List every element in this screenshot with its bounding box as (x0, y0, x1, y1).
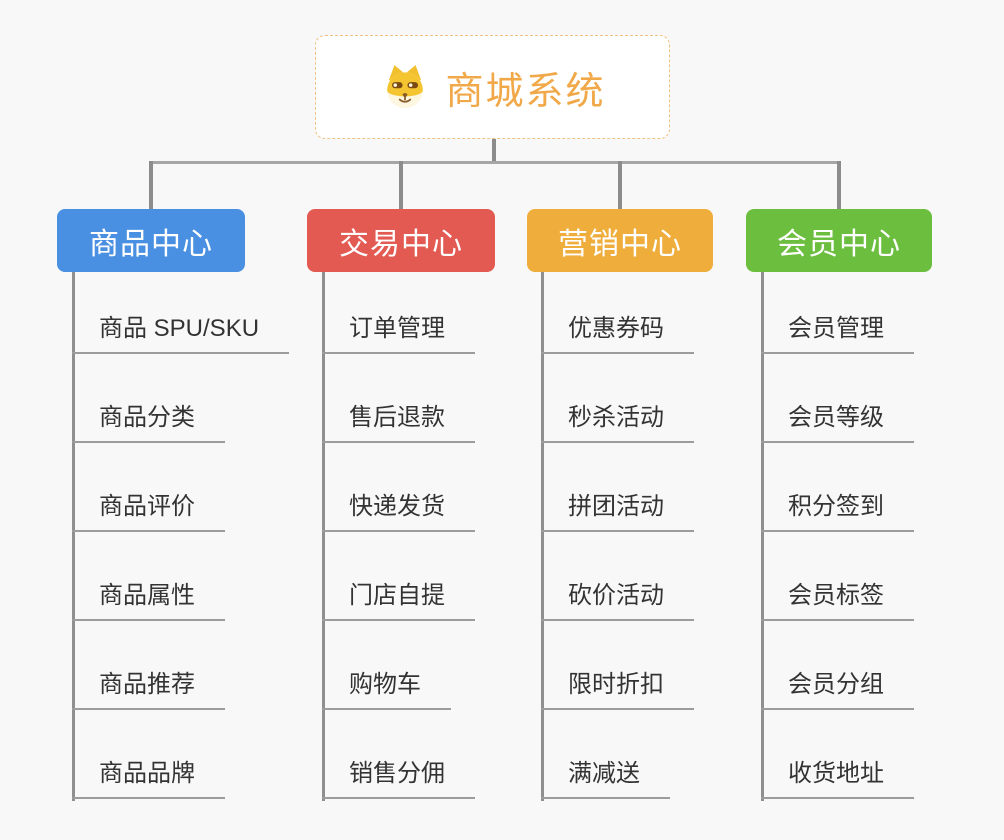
branch-item[interactable]: 会员标签 (761, 581, 914, 621)
branch-item[interactable]: 商品 SPU/SKU (72, 314, 290, 354)
branch-head-member-center[interactable]: 会员中心 (746, 209, 932, 272)
branch-item[interactable]: 快递发货 (322, 492, 475, 532)
branch-head-trade-center[interactable]: 交易中心 (307, 209, 495, 272)
connector-drop-trade (399, 161, 403, 209)
branch-item[interactable]: 会员分组 (761, 670, 914, 710)
branch-children-trade: 订单管理 售后退款 快递发货 门店自提 购物车 销售分佣 (322, 272, 562, 812)
branch-item[interactable]: 秒杀活动 (541, 403, 694, 443)
root-node[interactable]: 商城系统 (315, 35, 670, 139)
branch-item[interactable]: 满减送 (541, 759, 670, 799)
branch-item[interactable]: 砍价活动 (541, 581, 694, 621)
branch-item[interactable]: 门店自提 (322, 581, 475, 621)
branch-item[interactable]: 商品属性 (72, 581, 225, 621)
branch-item[interactable]: 销售分佣 (322, 759, 475, 799)
connector-drop-product (149, 161, 153, 209)
branch-item[interactable]: 收货地址 (761, 759, 914, 799)
branch-children-product: 商品 SPU/SKU 商品分类 商品评价 商品属性 商品推荐 商品品牌 (72, 272, 312, 812)
branch-children-marketing: 优惠券码 秒杀活动 拼团活动 砍价活动 限时折扣 满减送 (541, 272, 781, 812)
branch-item[interactable]: 会员管理 (761, 314, 914, 354)
branch-item[interactable]: 积分签到 (761, 492, 914, 532)
branch-item[interactable]: 会员等级 (761, 403, 914, 443)
branch-item[interactable]: 商品推荐 (72, 670, 225, 710)
branch-head-product-center[interactable]: 商品中心 (57, 209, 245, 272)
branch-head-marketing-center[interactable]: 营销中心 (527, 209, 713, 272)
branch-item[interactable]: 商品评价 (72, 492, 225, 532)
branch-item[interactable]: 售后退款 (322, 403, 475, 443)
branch-item[interactable]: 商品品牌 (72, 759, 225, 799)
connector-drop-member (837, 161, 841, 209)
branch-item[interactable]: 商品分类 (72, 403, 225, 443)
root-title: 商城系统 (445, 70, 606, 113)
branch-item[interactable]: 购物车 (322, 670, 451, 710)
connector-horizontal-rail (149, 161, 841, 164)
branch-item[interactable]: 限时折扣 (541, 670, 694, 710)
branch-item[interactable]: 优惠券码 (541, 314, 694, 354)
connector-root-stem (492, 139, 496, 163)
connector-drop-marketing (618, 161, 622, 209)
branch-children-member: 会员管理 会员等级 积分签到 会员标签 会员分组 收货地址 (761, 272, 1001, 812)
branch-item[interactable]: 拼团活动 (541, 492, 694, 532)
branch-item[interactable]: 订单管理 (322, 314, 475, 354)
shiba-dog-icon (379, 61, 431, 113)
